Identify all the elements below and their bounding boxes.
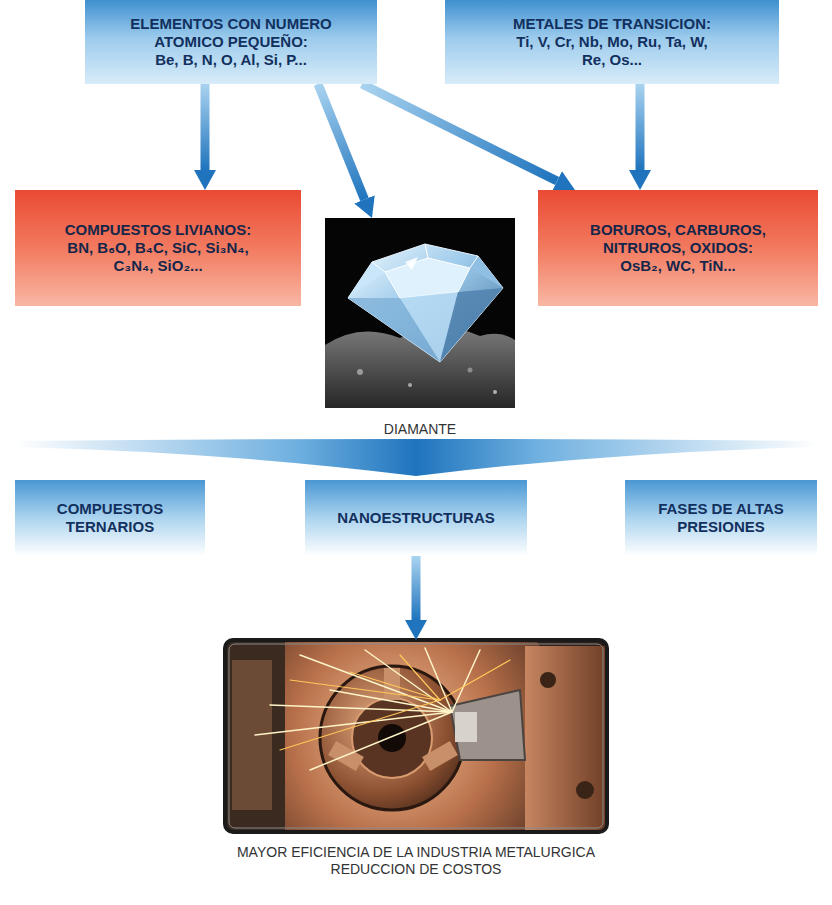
flow-arrow <box>201 84 210 170</box>
flow-arrow <box>362 84 557 181</box>
box-body: BN, B₆O, B₄C, SiC, Si₃N₄, C₃N₄, SiO₂... <box>66 239 251 276</box>
research-box: NANOESTRUCTURAS <box>305 480 527 556</box>
compound-box: COMPUESTOS LIVIANOS:BN, B₆O, B₄C, SiC, S… <box>15 190 301 306</box>
lathe-photo <box>225 640 607 832</box>
box-heading: COMPUESTOS LIVIANOS: <box>65 221 251 239</box>
box-heading: ELEMENTOS CON NUMERO ATOMICO PEQUEÑO: <box>119 15 344 52</box>
flow-arrow <box>318 84 365 199</box>
merge-band <box>15 439 818 476</box>
research-box: FASES DE ALTAS PRESIONES <box>625 480 817 556</box>
box-body: OsB₂, WC, TiN... <box>620 257 736 275</box>
element-group-box: METALES DE TRANSICION:Ti, V, Cr, Nb, Mo,… <box>445 0 779 84</box>
box-heading: MAYOR EFICIENCIA DE LA INDUSTRIA METALUR… <box>237 844 595 861</box>
box-heading: DIAMANTE <box>384 421 456 438</box>
compound-box: BORUROS, CARBUROS, NITRUROS, OXIDOS:OsB₂… <box>538 190 818 306</box>
box-heading: FASES DE ALTAS PRESIONES <box>639 500 804 537</box>
result-figure: MAYOR EFICIENCIA DE LA INDUSTRIA METALUR… <box>136 640 696 878</box>
box-body: REDUCCION DE COSTOS <box>331 861 502 878</box>
box-body: Ti, V, Cr, Nb, Mo, Ru, Ta, W, Re, Os... <box>510 33 715 70</box>
element-group-box: ELEMENTOS CON NUMERO ATOMICO PEQUEÑO:Be,… <box>85 0 377 84</box>
photo-frame <box>225 640 607 832</box>
box-heading: COMPUESTOS TERNARIOS <box>40 500 180 537</box>
box-heading: NANOESTRUCTURAS <box>337 509 495 527</box>
box-heading: METALES DE TRANSICION: <box>513 15 711 33</box>
flow-arrow <box>636 84 645 170</box>
research-box: COMPUESTOS TERNARIOS <box>15 480 205 556</box>
box-heading: BORUROS, CARBUROS, NITRUROS, OXIDOS: <box>571 221 786 258</box>
flow-arrow <box>412 556 421 620</box>
diamond-figure: DIAMANTE <box>320 218 520 440</box>
diamond-picture <box>325 218 515 408</box>
photo-frame-inner <box>229 644 603 828</box>
box-body: Be, B, N, O, Al, Si, P... <box>155 51 307 69</box>
